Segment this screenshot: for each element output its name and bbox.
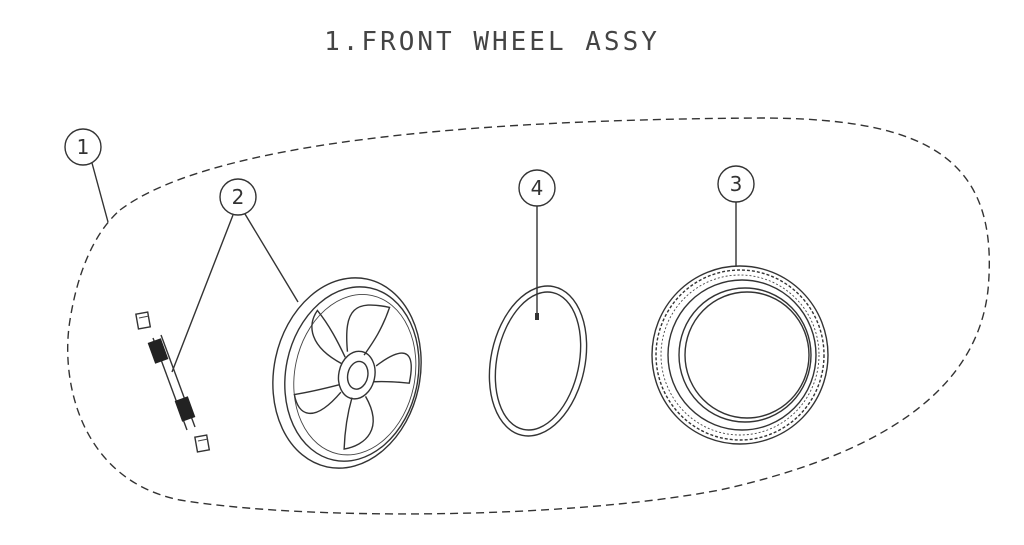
wheel-rim [272,277,422,469]
balloon-1-label: 1 [77,135,90,159]
balloon-2: 2 [219,178,257,216]
balloon-3: 3 [717,165,755,203]
leader-2b [244,213,299,303]
inner-tube [488,285,588,437]
assembly-boundary [67,117,990,515]
leader-2a [171,214,234,373]
diagram-title: 1.FRONT WHEEL ASSY [324,27,660,57]
tire [651,265,829,445]
balloon-2-label: 2 [232,185,245,209]
leader-1 [91,162,109,223]
valve-stem [535,305,539,320]
balloon-4-label: 4 [531,176,544,200]
axle-with-nuts [135,311,211,453]
balloon-3-label: 3 [730,172,743,196]
balloon-1: 1 [64,128,102,166]
balloon-4: 4 [518,169,556,207]
